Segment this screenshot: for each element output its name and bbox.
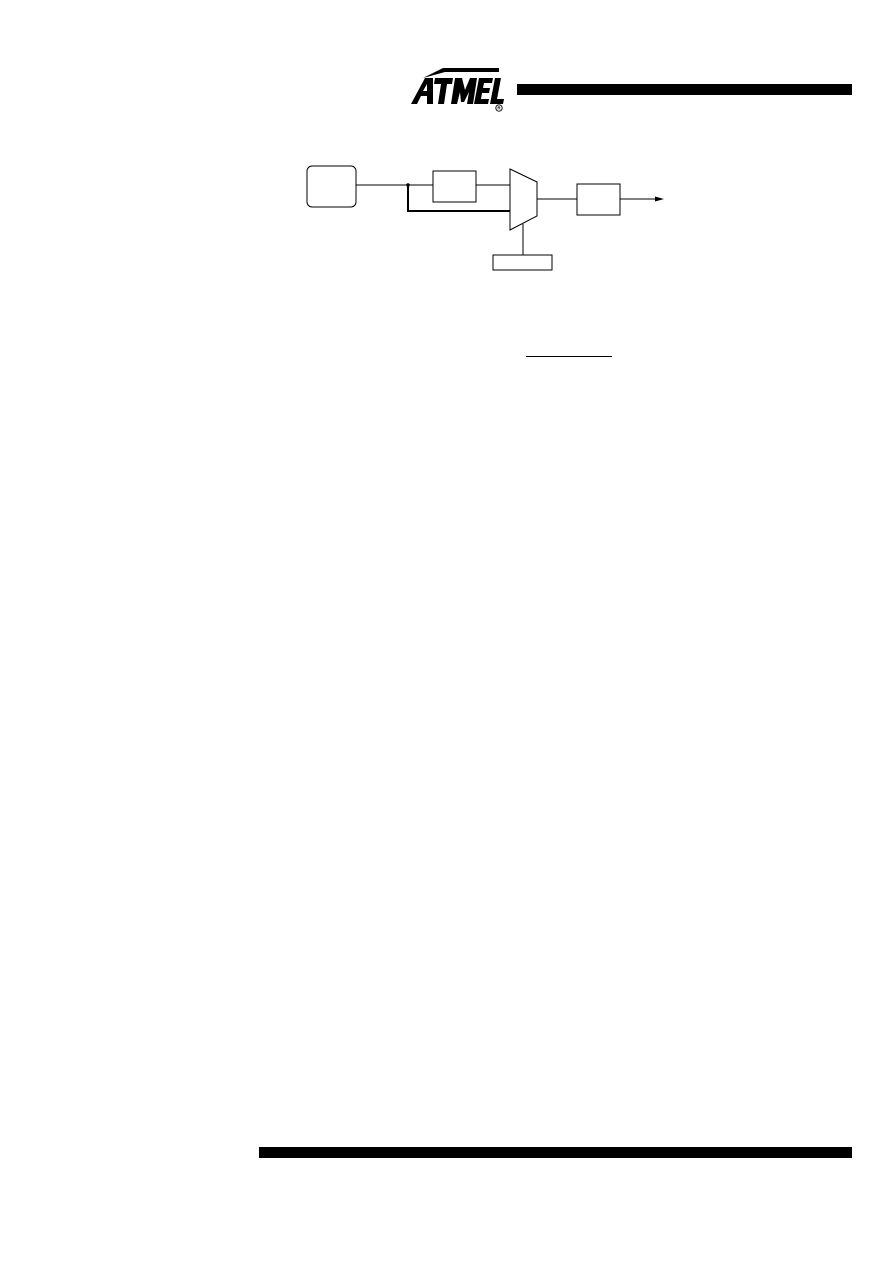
header-bar bbox=[517, 84, 852, 95]
output-block bbox=[576, 183, 621, 216]
svg-text:R: R bbox=[497, 106, 501, 111]
atmel-logo: R bbox=[411, 68, 504, 112]
select-block bbox=[492, 254, 553, 271]
block-diagram bbox=[306, 165, 664, 271]
source-block bbox=[306, 165, 357, 208]
footer-bar bbox=[259, 1147, 852, 1158]
prescaler-block bbox=[432, 170, 477, 203]
formula-fraction-line bbox=[526, 356, 612, 357]
multiplexer bbox=[509, 168, 538, 231]
bypass-path bbox=[407, 185, 510, 212]
